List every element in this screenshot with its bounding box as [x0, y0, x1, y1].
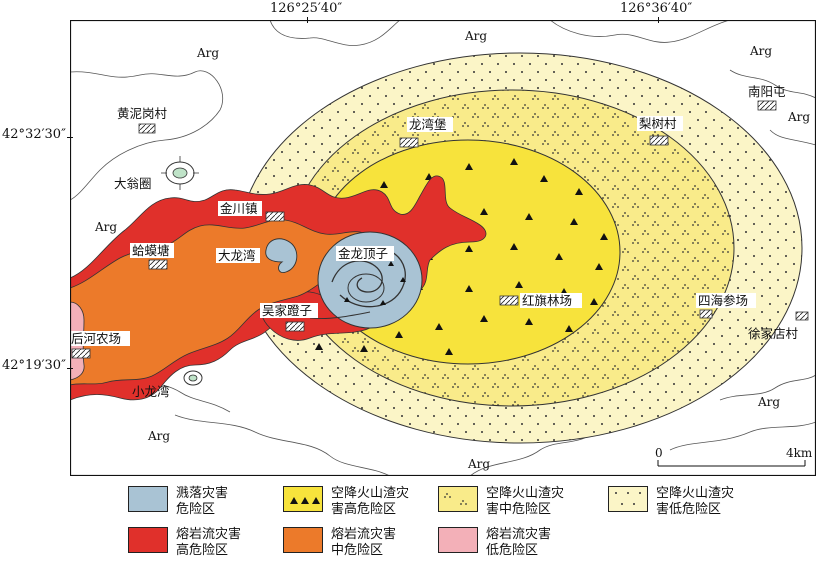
label-sihaishenchang: 四海参场 — [698, 293, 748, 308]
legend-text-lava-high: 熔岩流灾害 高危险区 — [176, 527, 242, 558]
legend-text-splash: 溅落灾害 危险区 — [176, 486, 229, 517]
legend-swatch-lava-low — [438, 527, 478, 553]
legend-text-ash-high: 空降火山渣灾 害高危险区 — [331, 486, 410, 517]
legend-swatch-lava-mid — [283, 527, 323, 553]
legend-item-lava-low: 熔岩流灾害 低危险区 — [438, 527, 551, 559]
longitude-label-left: 126°25′40″ — [270, 1, 343, 16]
arg-label: Arg — [94, 220, 117, 234]
label-hongqilinchang: 红旗林场 — [522, 293, 572, 308]
dawengquan-crater — [161, 156, 199, 190]
legend-item-ash-low: 空降火山渣灾 害低危险区 — [608, 486, 734, 518]
scale-end: 4km — [786, 446, 813, 460]
label-dalongwan: 大龙湾 — [218, 248, 256, 263]
arg-label: Arg — [196, 46, 219, 60]
arg-label: Arg — [464, 29, 487, 43]
scale-zero: 0 — [655, 446, 663, 460]
hazard-map: 黄泥岗村 大翁圈 金川镇 蛤蟆塘 大龙湾 金龙顶子 吴家蹬子 后河农场 小龙湾 … — [70, 20, 816, 476]
arg-label: Arg — [467, 457, 490, 471]
label-jinlongdingzi: 金龙顶子 — [338, 246, 388, 261]
longitude-label-right: 126°36′40″ — [620, 1, 693, 16]
legend-item-splash: 溅落灾害 危险区 — [128, 486, 228, 518]
legend-text-ash-low: 空降火山渣灾 害低危险区 — [656, 486, 735, 517]
label-dawengquan: 大翁圈 — [114, 176, 152, 191]
legend-item-lava-high: 熔岩流灾害 高危险区 — [128, 527, 241, 559]
label-huangnigangcun: 黄泥岗村 — [117, 106, 168, 121]
settlement-markers — [71, 100, 809, 359]
legend-item-ash-high: 空降火山渣灾 害高危险区 — [283, 486, 409, 518]
xiaolongwan-crater — [183, 370, 203, 386]
legend-item-lava-mid: 熔岩流灾害 中危险区 — [283, 527, 396, 559]
arg-label: Arg — [757, 395, 780, 409]
latitude-label-top: 42°32′30″ — [2, 127, 66, 142]
geology-boundaries — [70, 20, 816, 476]
label-hamatang: 蛤蟆塘 — [132, 243, 170, 258]
tick-top-left — [307, 17, 308, 23]
label-jinchuanzhen: 金川镇 — [220, 201, 258, 216]
arg-label: Arg — [147, 429, 170, 443]
legend-swatch-ash-high — [283, 486, 323, 512]
legend-swatch-lava-high — [128, 527, 168, 553]
label-xujiadiancun: 徐家店村 — [748, 326, 799, 341]
legend-text-ash-mid: 空降火山渣灾 害中危险区 — [486, 486, 565, 517]
tick-left-bottom — [67, 368, 73, 369]
legend-swatch-ash-low — [608, 486, 648, 512]
label-longwanbao: 龙湾堡 — [409, 117, 447, 132]
legend-text-lava-low: 熔岩流灾害 低危险区 — [486, 527, 552, 558]
arg-label: Arg — [749, 44, 772, 58]
tick-left-top — [67, 137, 73, 138]
tick-top-right — [658, 17, 659, 23]
dalongwan-lake — [265, 238, 298, 274]
legend-swatch-ash-mid — [438, 486, 478, 512]
label-xiaolongwan: 小龙湾 — [132, 384, 170, 399]
legend-swatch-splash — [128, 486, 168, 512]
scale-bar: 0 4km — [655, 446, 813, 467]
label-wujiadengzi: 吴家蹬子 — [262, 303, 312, 318]
legend-item-ash-mid: 空降火山渣灾 害中危险区 — [438, 486, 564, 518]
latitude-label-bottom: 42°19′30″ — [2, 358, 66, 373]
legend-text-lava-mid: 熔岩流灾害 中危险区 — [331, 527, 397, 558]
label-nanyangtun: 南阳屯 — [748, 84, 786, 99]
label-lishucun: 梨树村 — [639, 116, 677, 131]
arg-label: Arg — [787, 110, 810, 124]
label-houhenongchang: 后河农场 — [71, 331, 121, 346]
